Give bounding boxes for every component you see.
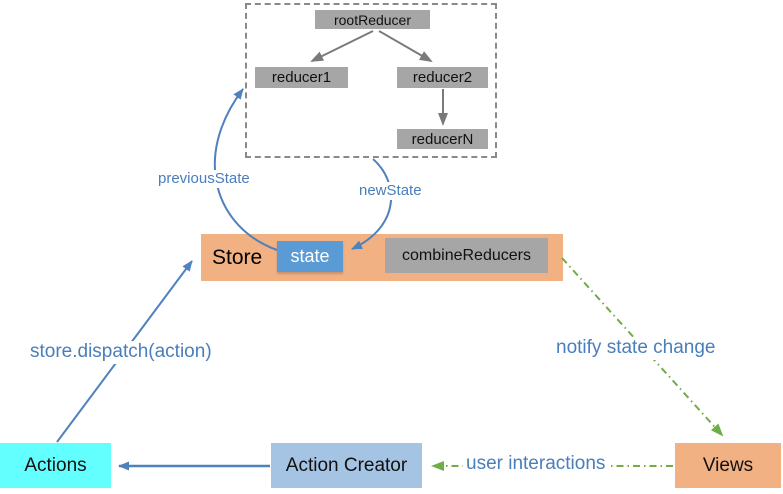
node-combine-reducers: combineReducers — [385, 238, 548, 273]
node-reducer2-label: reducer2 — [412, 69, 473, 86]
node-action-creator: Action Creator — [271, 443, 422, 488]
node-reducer1: reducer1 — [255, 67, 348, 88]
action-creator-label: Action Creator — [285, 454, 408, 476]
node-root-reducer: rootReducer — [315, 10, 430, 29]
store-label: Store — [212, 245, 263, 269]
combine-reducers-label: combineReducers — [402, 246, 531, 264]
label-new-state: newState — [356, 182, 425, 200]
node-reducerN: reducerN — [397, 129, 488, 149]
node-state: state — [277, 241, 343, 272]
state-label: state — [290, 246, 330, 266]
actions-label: Actions — [24, 454, 87, 476]
node-reducer1-label: reducer1 — [271, 69, 332, 86]
label-previous-state: previousState — [155, 170, 253, 188]
node-reducer2: reducer2 — [397, 67, 488, 88]
label-notify-state-change: notify state change — [553, 337, 719, 360]
node-store: Store state combineReducers — [201, 234, 563, 281]
views-label: Views — [702, 454, 754, 476]
node-views: Views — [675, 443, 781, 488]
node-root-reducer-label: rootReducer — [333, 11, 412, 28]
label-dispatch: store.dispatch(action) — [27, 341, 215, 364]
label-user-interactions: user interactions — [463, 453, 609, 476]
node-reducerN-label: reducerN — [411, 130, 474, 148]
node-actions: Actions — [0, 443, 111, 488]
reducers-group-frame — [245, 3, 497, 158]
